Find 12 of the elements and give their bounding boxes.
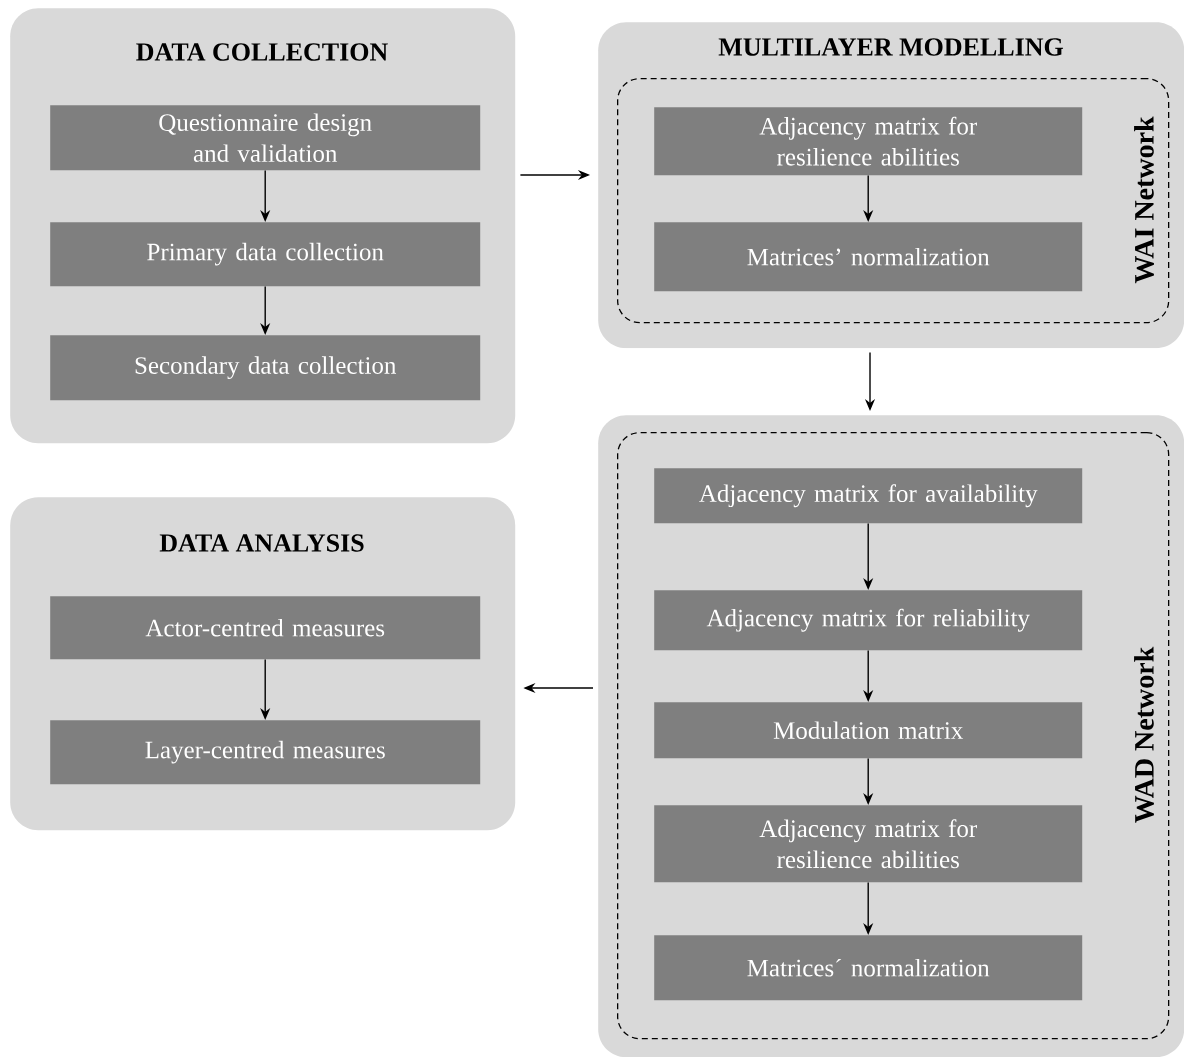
process-box: Primary data collection [50, 222, 481, 287]
process-box: Adjacency matrix for availability [654, 468, 1083, 524]
process-box: Modulation matrix [654, 702, 1083, 759]
process-box: Questionnaire design and validation [50, 105, 481, 171]
process-box: Matrices’ normalization [654, 222, 1083, 292]
process-box: Layer-centred measures [50, 720, 481, 785]
process-box: Secondary data collection [50, 335, 481, 401]
process-box: Adjacency matrix for resilience abilities [654, 107, 1083, 176]
process-box: Adjacency matrix for resilience abilities [654, 805, 1083, 883]
process-box: Adjacency matrix for reliability [654, 590, 1083, 651]
process-box: Actor-centred measures [50, 596, 481, 660]
process-box: Matrices´ normalization [654, 935, 1083, 1001]
